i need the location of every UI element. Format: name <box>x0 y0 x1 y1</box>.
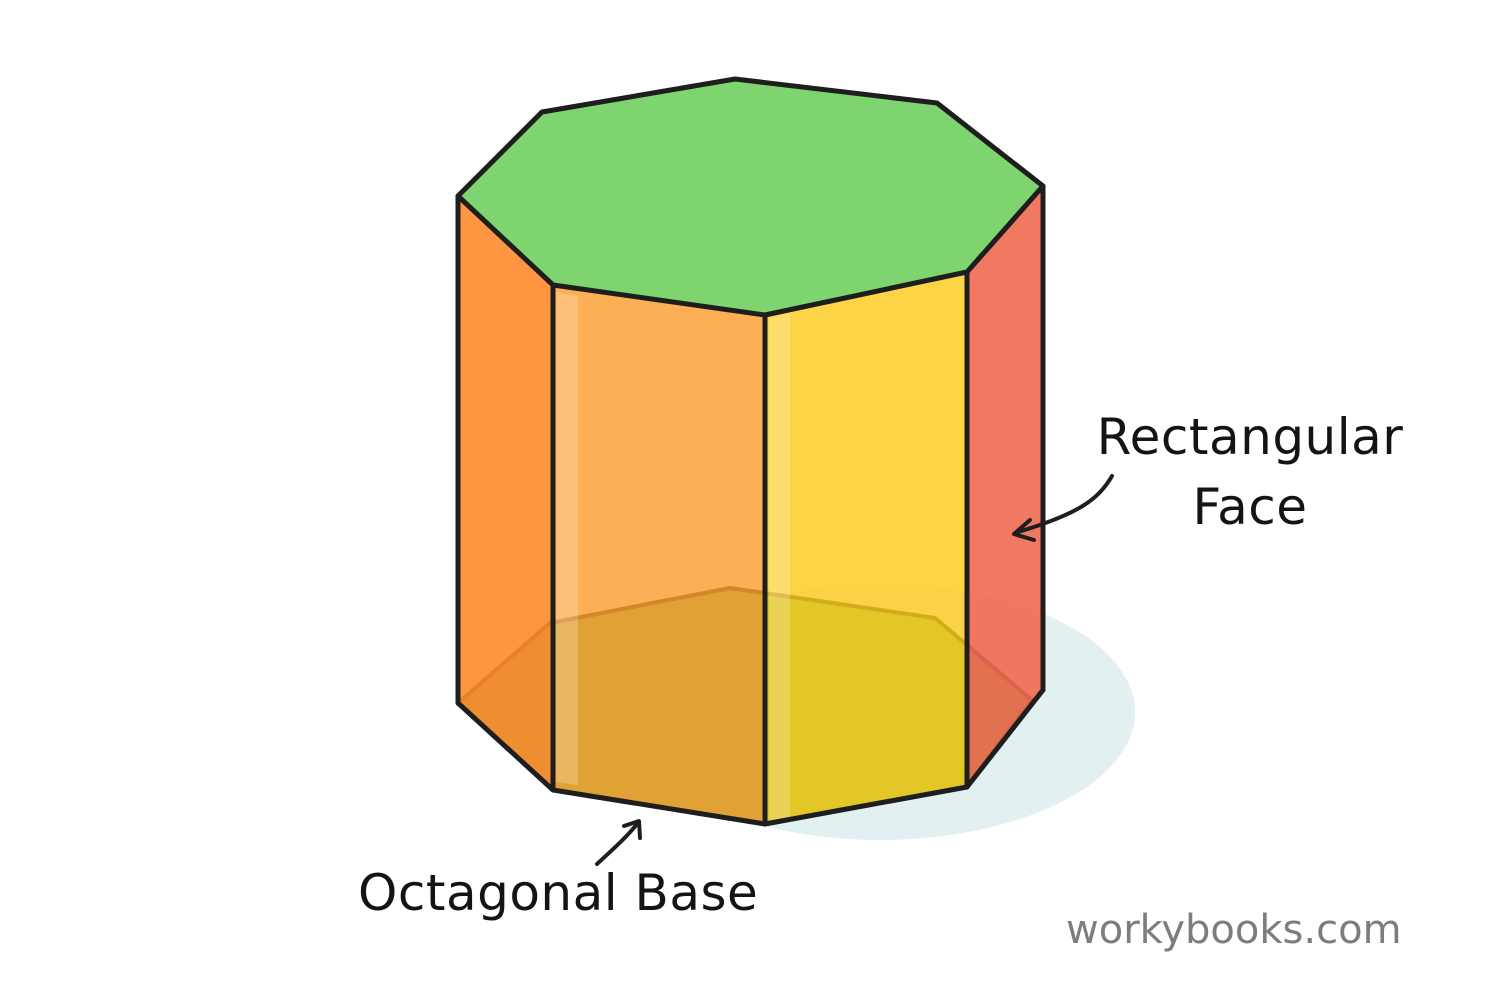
face-highlight <box>556 292 578 785</box>
face-highlight <box>769 314 790 820</box>
watermark-text: workybooks.com <box>1066 907 1402 953</box>
front-right-rectangular-face <box>765 272 967 824</box>
right-rectangular-face <box>967 186 1043 787</box>
octagonal-base-label: Octagonal Base <box>358 864 759 922</box>
left-rectangular-face <box>458 196 553 790</box>
front-left-rectangular-face <box>553 285 765 824</box>
rectangular-face-label: Rectangular Face <box>1096 408 1404 536</box>
prism-edges <box>455 183 1046 827</box>
rectangular-face-arrow <box>1012 474 1114 542</box>
octagonal-base-arrow <box>595 819 642 866</box>
